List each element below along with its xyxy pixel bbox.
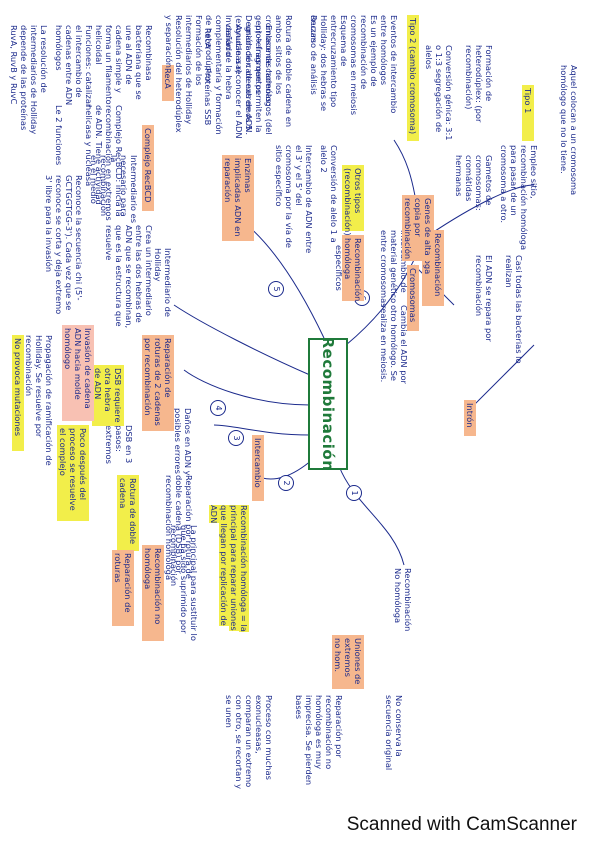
scanner-footer: Scanned with CamScanner — [346, 814, 577, 835]
tipo1-casi: Casi todas las bacterias lo realizan — [504, 255, 524, 364]
branch-number-4: 4 — [210, 400, 226, 416]
rec-a-desc: Recombinasa bacteriana que se une al ADN… — [94, 25, 154, 105]
tipo1-formacion: Formación de heterodúplex: (por recombin… — [464, 45, 494, 123]
enzimas-label: Enzimas implicadas ADN en reparación — [222, 155, 254, 241]
tipo1-label: Tipo 1 — [522, 85, 534, 141]
propagacion-text: Propagación de ramificación de Holliday.… — [24, 335, 54, 466]
poco-text: Poco después del proceso se resuelve el … — [57, 425, 89, 521]
reparacion-imprecisa-text: Reparación por recombinación no homóloga… — [294, 695, 344, 786]
tipo1-gametos: Gametos de cromosomas: cromátidas herman… — [454, 155, 494, 211]
reparacion-rotura-tag: Reparación de roturas — [112, 550, 134, 626]
tipo1-cromosomas: Cromosomas — [407, 265, 419, 331]
mecanismo-item-1: Rotura de doble cadena en ambos sitios d… — [254, 15, 294, 135]
nohomologa-label: Recombinación No homóloga — [393, 568, 413, 632]
title-box: Recombinación — [308, 336, 348, 472]
mecanismo-item-2: Degradación de extremos 5' (exonucleasa) — [234, 15, 254, 133]
link-title-intermediario — [173, 304, 311, 376]
mecanismo-item-5: Resolución del heterodúplex y separación — [164, 15, 184, 133]
tipo2-eventos: Eventos de intercambio entre homólogos — [379, 15, 399, 114]
mind-map: Recombinación 1 2 3 4 5 6 Recombinación … — [5, 5, 594, 805]
proceso-text: Proceso con muchas exonucleasas, compara… — [224, 695, 274, 790]
tipo1-empleo: Empleo sitio, recombinación homóloga par… — [499, 145, 539, 251]
dsb2-text: DSB requiere otra hebra de ADN — [92, 365, 124, 426]
mecanismos-list: Rotura de doble cadena en ambos sitios d… — [164, 15, 294, 135]
intermediario-desc: Crea un intermediario entre las dos hebr… — [104, 225, 154, 329]
tipo1-genes: Genes de alta copia por recombinación — [402, 195, 434, 261]
recbcd-2: Le 2 funciones — [54, 105, 64, 166]
reparacion-label: Reparación de roturas de 2 cadenas por r… — [142, 335, 174, 431]
link-title-danos — [213, 424, 311, 436]
dsb-text: DSB en 3 pasos: extremos — [104, 425, 134, 464]
recbcd-desc: Complejo RecBCD: inicia la recombinación… — [84, 105, 124, 221]
link-tipo1-intron — [473, 344, 535, 406]
branch-number-5: 5 — [268, 281, 284, 297]
rec-a-funciones: Funciones: catalizar el intercambio de c… — [54, 25, 94, 108]
uniones-label: Uniones de extremos no hom. — [332, 635, 364, 689]
branch-number-3: 3 — [228, 430, 244, 446]
tipo2-label: Tipo 2 (cambio cromosoma) — [407, 15, 419, 141]
tipo3-label: Otros tipos (recombinación) — [342, 165, 364, 236]
mecanismos-label: Recombinación homóloga — [342, 235, 364, 301]
connector-lines — [173, 139, 535, 566]
branch-number-1: 1 — [346, 485, 362, 501]
link-homologa-tipo1 — [428, 184, 535, 236]
tipo3-conversion: Conversión de alelo 1 a alelo 2 — [319, 145, 339, 243]
rotura-highlight: Rotura de doble cadena — [117, 475, 139, 551]
reparacion-rotura-text: Reparación por rotura de doble cadena (D… — [164, 475, 194, 581]
intercambio-label: Intercambio — [252, 435, 264, 501]
tipo1-conversion: Conversión génica: 3:1 o 1:3 segregación… — [424, 45, 454, 141]
branch-number-2: 2 — [278, 475, 294, 491]
complejo-recbcd-label: Complejo RecBCD — [142, 125, 154, 211]
tipo3-orden: Intercambio de ADN entre el 3' y el 5' d… — [274, 145, 314, 254]
link-title-reparacion — [183, 369, 311, 406]
intercambio-nohomologa-label: Recombinación no homóloga — [142, 545, 164, 641]
tipo2-recursos: Recurso de análisis — [309, 15, 319, 95]
tipo2-ejemplo: Es un ejemplo de recombinación de cromos… — [349, 15, 379, 116]
invasion-text: Invasión de cadena ADN hacia molde homól… — [62, 325, 94, 421]
mecanismo-item-3: Invasión de la hebra complementaria y fo… — [204, 15, 234, 135]
intermediario-label: Intermediario de Holliday — [153, 248, 173, 317]
la-resolucion: La resolución de intermediarios de Holli… — [9, 25, 49, 135]
no-conserva-text: No conserva la secuencia original — [384, 695, 404, 771]
tipo1-aquel: Aquel colocan a un cromosoma homólogo qu… — [559, 65, 579, 196]
homologa-principal-text: Recombinación homóloga = la principal pa… — [209, 505, 249, 632]
page-title: Recombinación — [319, 336, 337, 472]
tipo1-intron: Intrón — [464, 400, 476, 436]
link-title-nohomologa — [338, 465, 405, 566]
no-provoca-text: No provoca mutaciones — [12, 335, 24, 451]
danos-label: Daños en ADN y posibles errores — [173, 408, 193, 476]
tipo1-tumor: El ADN se repara por recombinación — [474, 255, 494, 342]
mecanismo-item-4: Formación de los intermediarios de Holli… — [184, 15, 204, 125]
recbcd-pasos: Reconoce la secuencia chi (5'-GCTGGTGG-3… — [44, 175, 84, 315]
homologa-desc: Cambia el ADN por otro homólogo. Se real… — [379, 305, 409, 384]
